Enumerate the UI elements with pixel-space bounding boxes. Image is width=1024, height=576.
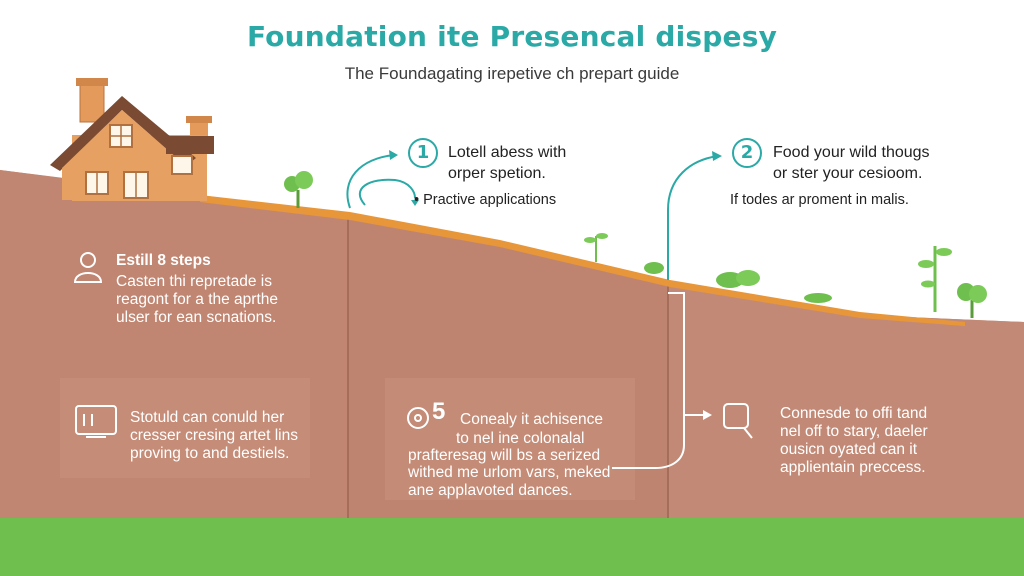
grass-strip: [0, 518, 1024, 576]
step-middle-number: 5: [432, 398, 446, 425]
page-title: Foundation ite Presencal dispesy: [246, 20, 778, 53]
step-left-line2: reagont for a the aprthe: [116, 291, 279, 308]
step-right-line3: ousicn oyated can it: [780, 441, 918, 458]
step-1-badge: 1: [408, 138, 438, 168]
terrace-step-right: [668, 283, 1024, 520]
step-middle-line5: ane applavoted dances.: [408, 482, 573, 499]
callout-1-bullet: • Practive applications: [414, 192, 557, 208]
step-left-line3: ulser for ean scnations.: [116, 309, 277, 326]
bush-small: [644, 262, 664, 274]
step-middle-line2: to nel ine colonalal: [456, 430, 585, 447]
sprout-mid: [584, 233, 608, 262]
step-middle-line3: prafteresag will bs a serized: [408, 447, 601, 464]
callout-1-line2: orper spetion.: [448, 165, 546, 182]
page-subtitle: The Foundagating irepetive ch prepart gu…: [344, 64, 680, 83]
step-2-badge: 2: [732, 138, 762, 168]
person-icon: [73, 252, 103, 283]
step-right-line4: applientain preccess.: [780, 459, 926, 476]
callout-2-note: If todes ar proment in malis.: [730, 192, 909, 208]
step-bottom-left-line3: proving to and destiels.: [130, 445, 290, 462]
step-middle-line1: Conealy it achisence: [460, 411, 604, 428]
arrow-1-top: [346, 154, 396, 209]
steps-heading: Estill 8 steps: [116, 252, 211, 269]
step-right-line1: Connesde to offi tand: [780, 405, 928, 422]
callout-2-line2: or ster your cesioom.: [773, 165, 923, 182]
step-left-line1: Casten thi repretade is: [116, 273, 272, 290]
arrow-2: [667, 155, 719, 280]
connector-center: [612, 292, 685, 469]
topsoil-band: [200, 195, 965, 326]
step-bottom-left-line1: Stotuld can conuld her: [130, 409, 285, 426]
gear-icon: [407, 407, 429, 429]
callout-1-line1: Lotell abess with: [448, 144, 567, 161]
arrow-1-bottom: [358, 178, 416, 206]
sprout-right: [918, 246, 952, 312]
bush-right: [716, 270, 832, 303]
screen-icon: [75, 405, 117, 438]
callout-2-line1: Food your wild thougs: [773, 144, 930, 161]
step-bottom-left-line2: cresser cresing artet lins: [130, 427, 298, 444]
search-dollar-icon: [723, 403, 753, 439]
tree-small-left: [284, 171, 313, 208]
house-illustration: [50, 78, 214, 201]
bush-far-right: [957, 283, 987, 318]
step-right-line2: nel off to stary, daeler: [780, 423, 928, 440]
step-middle-line4: withed me urlom vars, meked: [408, 464, 611, 481]
